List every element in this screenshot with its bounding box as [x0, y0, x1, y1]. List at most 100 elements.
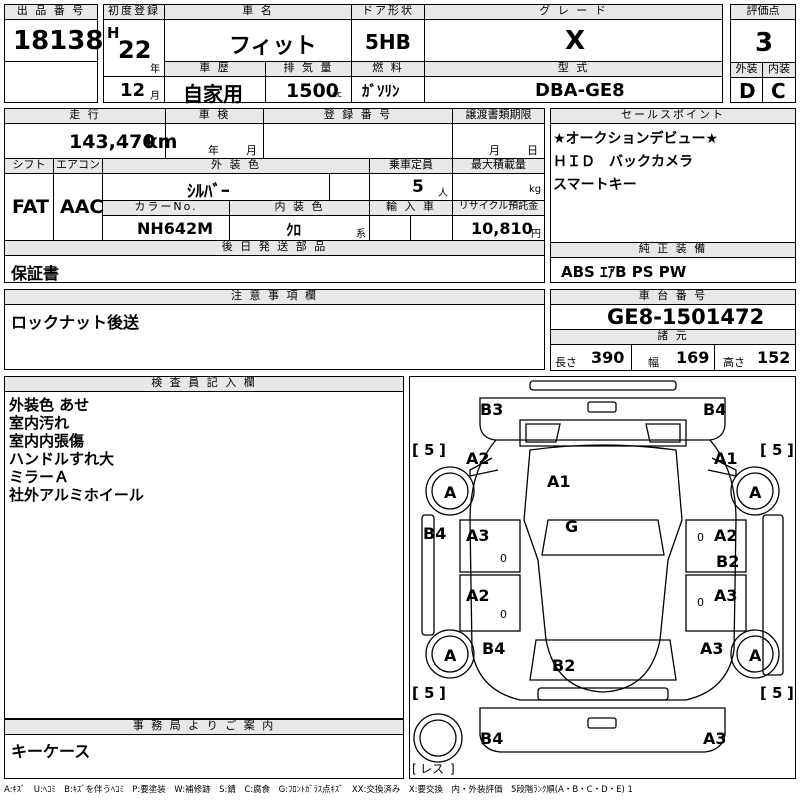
- spare-tire-label: レス: [420, 762, 444, 776]
- model-cell: DBA-GE8: [424, 76, 723, 103]
- inspection-month-unit: 月: [246, 144, 257, 157]
- seats-unit: 人: [438, 188, 448, 199]
- first-registration-month-cell: 12 月: [103, 76, 165, 103]
- svg-text:]: ]: [787, 441, 794, 459]
- tread-front-right: [: [760, 441, 767, 459]
- mileage: 143,470: [69, 131, 156, 153]
- inspector-line: 社外アルミホイール: [9, 486, 144, 504]
- damage-mark: A3: [703, 729, 727, 748]
- length: 390: [591, 348, 625, 367]
- zero-mark: 0: [697, 596, 704, 609]
- damage-mark: A2: [714, 526, 738, 545]
- inspector-line: ミラーＡ: [9, 468, 70, 486]
- inspector-cell: 外装色 あせ 室内汚れ 室内内張傷 ハンドルすれ大 ミラーＡ 社外アルミホイール: [4, 391, 404, 719]
- month-unit: 月: [150, 91, 160, 102]
- score: 3: [755, 28, 774, 58]
- wheel-mark: A: [444, 483, 457, 502]
- wheel-mark: A: [749, 646, 762, 665]
- caution-cell: ロックナット後送: [4, 304, 545, 370]
- interior-color-unit: 系: [356, 229, 366, 240]
- damage-mark: B2: [552, 656, 575, 675]
- width-label: 幅: [648, 356, 659, 369]
- damage-mark: A2: [466, 586, 490, 605]
- equipment: ABS ｴｱB PS PW: [561, 263, 687, 281]
- seats: 5: [412, 177, 424, 197]
- aircon: AAC: [60, 196, 104, 218]
- zero-mark: 0: [500, 608, 507, 621]
- grade: X: [565, 26, 586, 56]
- length-cell: 長さ 390: [550, 344, 632, 371]
- damage-mark: B3: [480, 400, 503, 419]
- tread-rear-right-value: 5: [772, 684, 782, 702]
- damage-mark: G: [565, 517, 578, 536]
- damage-mark: A1: [547, 472, 571, 491]
- transfer-month-unit: 月: [489, 144, 500, 157]
- max-load-unit: kg: [529, 184, 542, 195]
- svg-text:]: ]: [439, 684, 446, 702]
- sales-point-line: ＨＩＤ バックカメラ: [553, 154, 693, 170]
- wheel-mark: A: [749, 483, 762, 502]
- history: 自家用: [183, 82, 243, 106]
- tread-rear-left-value: 5: [424, 684, 434, 702]
- wheel-mark: A: [444, 646, 457, 665]
- inspector-line: 外装色 あせ: [9, 396, 90, 414]
- year-unit: 年: [150, 64, 160, 75]
- interior-color: ｸﾛ: [286, 221, 302, 239]
- inspector-line: ハンドルすれ大: [9, 450, 115, 468]
- zero-mark: 0: [500, 552, 507, 565]
- lot-number-blank: [4, 61, 98, 103]
- svg-text:]: ]: [787, 684, 794, 702]
- damage-mark: A2: [466, 449, 490, 468]
- later-parts-cell: 保証書: [4, 255, 545, 283]
- displacement-unit: cc: [332, 90, 342, 100]
- width: 169: [676, 348, 710, 367]
- damage-mark: A3: [466, 526, 490, 545]
- recycle-unit: 円: [531, 229, 541, 240]
- inspector-line: 室内内張傷: [9, 432, 85, 450]
- damage-mark: A3: [700, 639, 724, 658]
- lot-number: 18138: [13, 26, 104, 56]
- tread-front-left-value: 5: [424, 441, 434, 459]
- door-type: 5HB: [365, 30, 411, 54]
- height-label: 高さ: [723, 356, 745, 369]
- color-number: NH642M: [137, 219, 214, 238]
- exterior-grade: D: [739, 79, 756, 103]
- history-cell: 自家用: [164, 76, 266, 106]
- svg-text:]: ]: [439, 441, 446, 459]
- inspector-line: 室内汚れ: [9, 414, 70, 432]
- model: DBA-GE8: [535, 80, 625, 101]
- car-name: フィット: [229, 34, 317, 59]
- tread-front-left: [: [412, 441, 419, 459]
- tread-rear-left: [: [412, 684, 419, 702]
- interior-grade-cell: C: [762, 77, 796, 103]
- chassis-number: GE8-1501472: [607, 305, 765, 329]
- inspection-year-unit: 年: [208, 144, 219, 157]
- registration-month: 12: [120, 80, 146, 101]
- recycle: 10,810: [471, 219, 533, 238]
- equipment-cell: ABS ｴｱB PS PW: [550, 257, 796, 283]
- later-parts: 保証書: [11, 264, 60, 283]
- svg-text:]: ]: [450, 762, 455, 776]
- damage-mark: B4: [703, 400, 726, 419]
- sales-point-line: スマートキー: [553, 177, 637, 193]
- import-divider: [410, 215, 411, 241]
- car-outline: [413, 380, 784, 763]
- height-cell: 高さ 152: [714, 344, 796, 371]
- office-note: キーケース: [11, 742, 91, 761]
- sales-point-line: ★オークションデビュー★: [553, 131, 719, 147]
- zero-mark: 0: [697, 531, 704, 544]
- damage-mark: B4: [482, 639, 505, 658]
- damage-mark: B4: [423, 524, 446, 543]
- damage-mark: B4: [480, 729, 503, 748]
- office-cell: キーケース: [4, 734, 404, 779]
- era: H: [107, 24, 120, 42]
- damage-mark: A3: [714, 586, 738, 605]
- fuel: ｶﾞｿﾘﾝ: [362, 82, 400, 100]
- tread-rear-right: [: [760, 684, 767, 702]
- damage-mark: A1: [714, 449, 738, 468]
- interior-grade: C: [771, 79, 786, 103]
- registration-year: 22: [118, 36, 152, 64]
- transfer-day-unit: 日: [527, 144, 538, 157]
- caution: ロックナット後送: [11, 313, 140, 332]
